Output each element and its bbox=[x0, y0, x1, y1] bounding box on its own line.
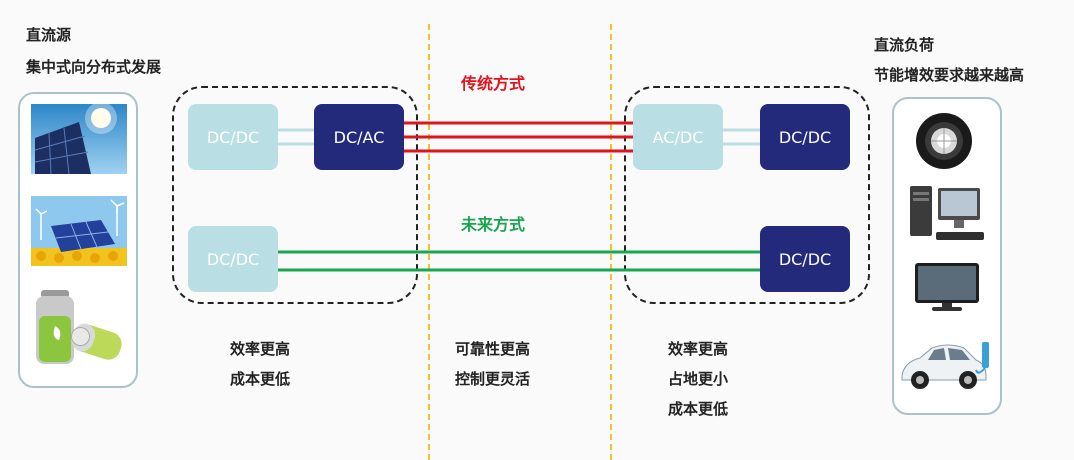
led-lamp-icon bbox=[914, 110, 974, 172]
right-benefit-1: 效率更高 bbox=[668, 340, 729, 358]
solar-panel-icon bbox=[31, 104, 127, 174]
right-benefits: 效率更高 占地更小 成本更低 bbox=[668, 334, 728, 424]
desktop-computer-icon bbox=[908, 184, 986, 244]
separator-left bbox=[428, 24, 430, 460]
source-subtitle: 集中式向分布式发展 bbox=[26, 58, 162, 76]
source-title: 直流源 bbox=[26, 26, 72, 44]
traditional-caption: 传统方式 bbox=[461, 74, 526, 93]
right-dcdc-box-top: DC/DC bbox=[760, 104, 850, 170]
right-dcdc-box-bottom: DC/DC bbox=[760, 226, 850, 292]
load-subtitle: 节能增效要求越来越高 bbox=[874, 66, 1025, 84]
left-benefit-2: 成本更低 bbox=[230, 370, 291, 388]
middle-benefit-1: 可靠性更高 bbox=[455, 340, 531, 358]
left-converter-group bbox=[172, 86, 418, 304]
left-benefits: 效率更高 成本更低 bbox=[230, 334, 290, 394]
battery-icon bbox=[31, 286, 127, 372]
right-converter-group bbox=[624, 86, 870, 304]
right-benefit-3: 成本更低 bbox=[668, 400, 729, 418]
electric-vehicle-icon bbox=[898, 336, 992, 396]
right-acdc-box: AC/DC bbox=[633, 104, 723, 170]
left-benefit-1: 效率更高 bbox=[230, 340, 291, 358]
separator-right bbox=[610, 24, 612, 460]
middle-benefits: 可靠性更高 控制更灵活 bbox=[455, 334, 530, 394]
middle-benefit-2: 控制更灵活 bbox=[455, 370, 531, 388]
wind-solar-farm-icon bbox=[31, 196, 127, 266]
monitor-icon bbox=[914, 262, 980, 312]
left-dcac-box: DC/AC bbox=[314, 104, 404, 170]
left-dcdc-box-top: DC/DC bbox=[188, 104, 278, 170]
left-dcdc-box-bottom: DC/DC bbox=[188, 226, 278, 292]
right-benefit-2: 占地更小 bbox=[668, 370, 729, 388]
future-caption: 未来方式 bbox=[461, 215, 526, 234]
load-title: 直流负荷 bbox=[874, 36, 935, 54]
